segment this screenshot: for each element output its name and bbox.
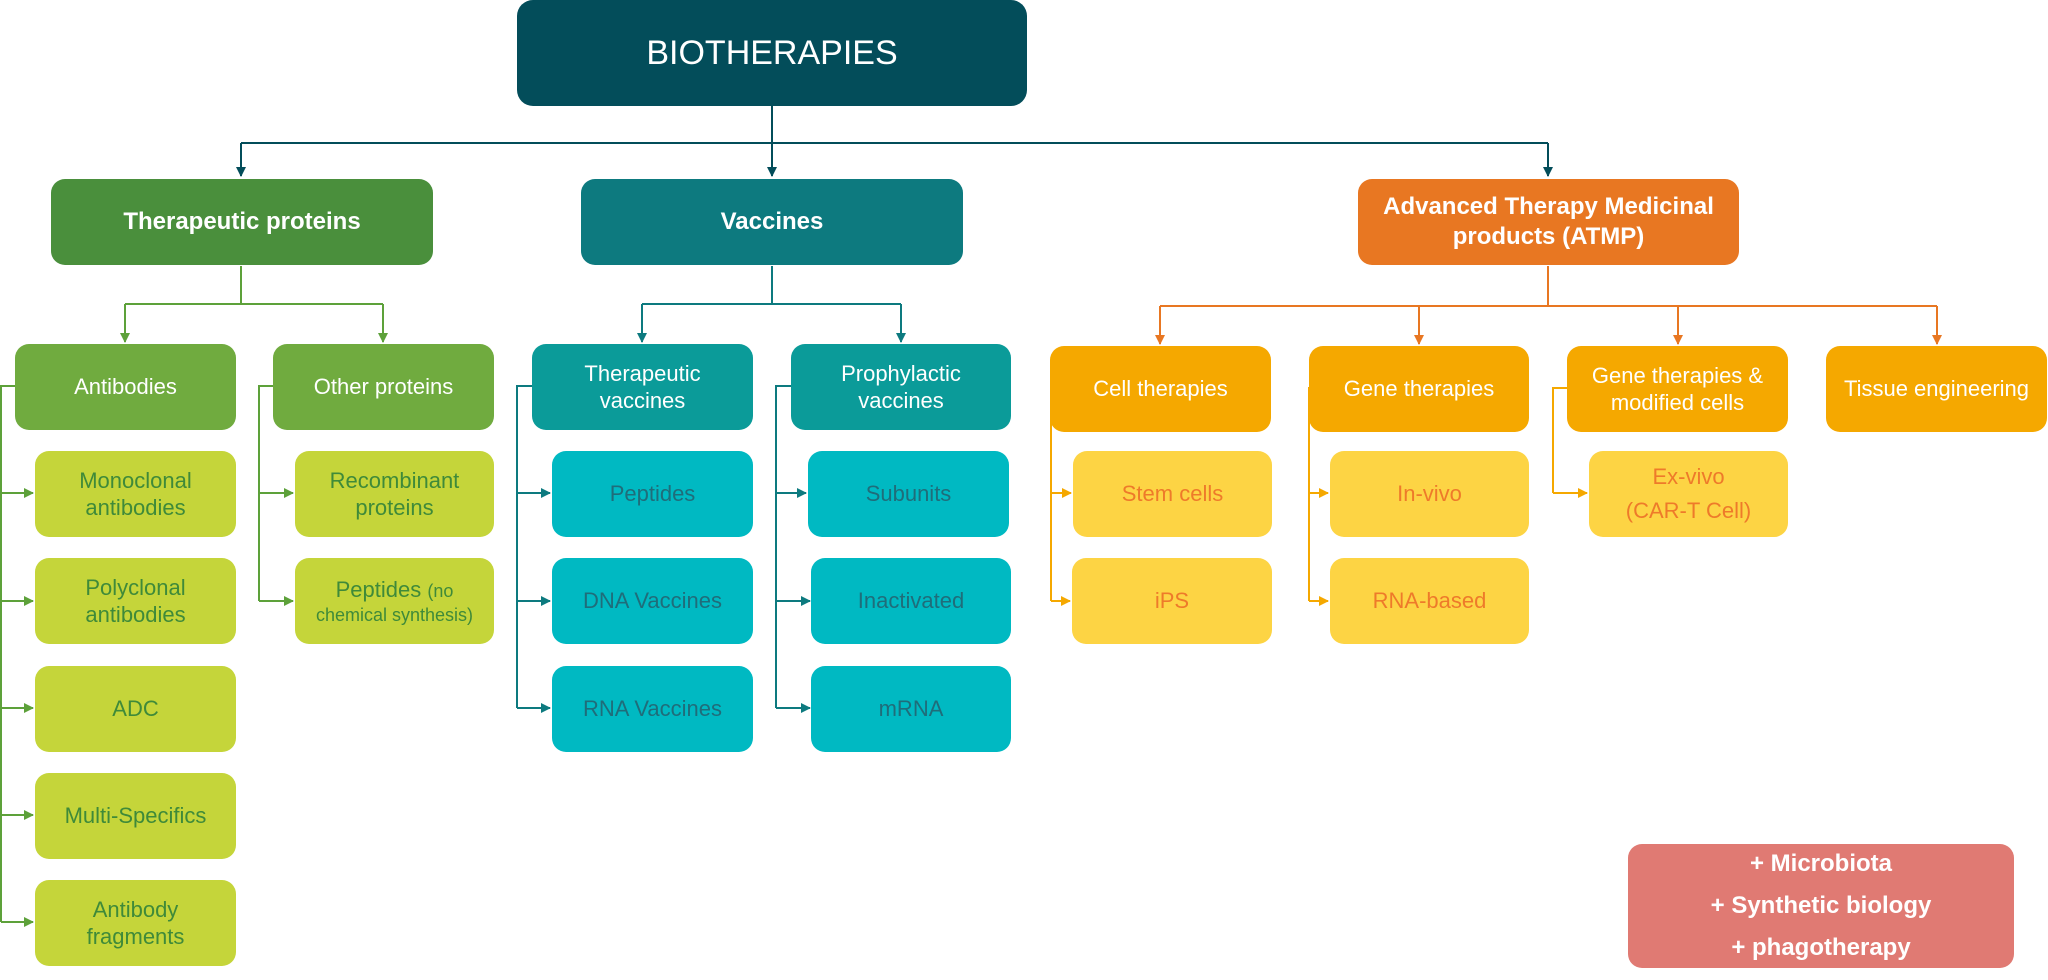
category-label-line1: Advanced Therapy Medicinal — [1383, 193, 1714, 220]
vaccines-connectors — [516, 266, 906, 713]
leaf-label: RNA-based — [1372, 588, 1487, 614]
subcategory-label-line1: Prophylactic — [841, 360, 961, 386]
additional-fields-note: + Microbiota + Synthetic biology + phago… — [1628, 844, 2014, 968]
leaf-monoclonal-antibodies: Monoclonal antibodies — [35, 451, 236, 537]
leaf-multi-specifics: Multi-Specifics — [35, 773, 236, 859]
leaf-label-line1: Monoclonal — [79, 467, 192, 493]
leaf-adc: ADC — [35, 666, 236, 752]
subcategory-label-line2: vaccines — [599, 388, 686, 413]
subcategory-label: Other proteins — [313, 374, 454, 400]
leaf-subunits: Subunits — [808, 451, 1009, 537]
subcategory-label-line1: Therapeutic — [584, 360, 701, 386]
subcategory-gene-therapies: Gene therapies — [1309, 346, 1529, 432]
leaf-dna-vaccines: DNA Vaccines — [552, 558, 753, 644]
leaf-label-line2: antibodies — [85, 602, 186, 627]
leaf-label-line2: (CAR-T Cell) — [1625, 498, 1752, 523]
subcategory-label: Antibodies — [74, 374, 177, 400]
leaf-label-line2: chemical synthesis) — [315, 604, 474, 625]
leaf-label-line1: Ex-vivo — [1652, 463, 1725, 489]
root-label: BIOTHERAPIES — [646, 33, 898, 72]
leaf-label-line2: antibodies — [85, 495, 186, 520]
note-line-synthetic-biology: + Synthetic biology — [1710, 892, 1932, 919]
subcategory-label-line1: Gene therapies & — [1591, 362, 1764, 388]
leaf-label: In-vivo — [1397, 481, 1462, 507]
subcategory-label: Tissue engineering — [1843, 376, 2030, 402]
subcategory-cell-therapies: Cell therapies — [1050, 346, 1271, 432]
leaf-label-line1: Polyclonal — [85, 574, 186, 600]
category-label: Therapeutic proteins — [123, 208, 361, 235]
leaf-rna-vaccines: RNA Vaccines — [552, 666, 753, 752]
atmp-connectors — [1155, 266, 1942, 345]
subcategory-antibodies: Antibodies — [15, 344, 236, 430]
leaf-label: Multi-Specifics — [64, 803, 207, 829]
leaf-label-note: (no — [427, 581, 454, 601]
leaf-label: Peptides — [609, 481, 696, 507]
leaf-label: Inactivated — [857, 588, 965, 614]
leaf-label: iPS — [1154, 588, 1190, 614]
leaf-label-line2: proteins — [355, 495, 434, 520]
leaf-label-line1: Peptides (no — [336, 576, 454, 604]
note-line-phagotherapy: + phagotherapy — [1731, 934, 1911, 961]
subcategory-therapeutic-vaccines: Therapeutic vaccines — [532, 344, 753, 430]
category-atmp: Advanced Therapy Medicinal products (ATM… — [1358, 179, 1739, 265]
leaf-label-main: Peptides — [335, 577, 422, 602]
leaf-label: RNA Vaccines — [583, 696, 722, 722]
leaf-label: Stem cells — [1121, 481, 1224, 507]
leaf-stem-cells: Stem cells — [1073, 451, 1272, 537]
subcategory-prophylactic-vaccines: Prophylactic vaccines — [791, 344, 1011, 430]
leaf-label-line1: Antibody — [92, 896, 179, 922]
category-label-line2: products (ATMP) — [1452, 223, 1645, 250]
leaf-rna-based: RNA-based — [1330, 558, 1529, 644]
leaf-label: mRNA — [878, 696, 944, 722]
subcategory-label-line2: modified cells — [1610, 390, 1745, 415]
leaf-label: DNA Vaccines — [583, 588, 722, 614]
leaf-polyclonal-antibodies: Polyclonal antibodies — [35, 558, 236, 644]
leaf-in-vivo: In-vivo — [1330, 451, 1529, 537]
subcategory-gene-modified-cells: Gene therapies & modified cells — [1567, 346, 1788, 432]
category-vaccines: Vaccines — [581, 179, 963, 265]
subcategory-label: Gene therapies — [1343, 376, 1495, 402]
leaf-label-line1: Recombinant — [329, 467, 460, 493]
subcategory-label-line2: vaccines — [858, 388, 944, 413]
leaf-inactivated: Inactivated — [811, 558, 1011, 644]
leaf-antibody-fragments: Antibody fragments — [35, 880, 236, 966]
proteins-connectors — [0, 266, 388, 927]
root-connectors — [236, 106, 1553, 177]
leaf-mrna: mRNA — [811, 666, 1011, 752]
subcategory-tissue-engineering: Tissue engineering — [1826, 346, 2047, 432]
leaf-label: ADC — [112, 696, 159, 722]
category-therapeutic-proteins: Therapeutic proteins — [51, 179, 433, 265]
leaf-recombinant-proteins: Recombinant proteins — [295, 451, 494, 537]
category-label: Vaccines — [720, 208, 824, 235]
leaf-peptides: Peptides — [552, 451, 753, 537]
root-node: BIOTHERAPIES — [517, 0, 1027, 106]
subcategory-other-proteins: Other proteins — [273, 344, 494, 430]
leaf-label: Subunits — [865, 481, 952, 507]
leaf-label-line2: fragments — [86, 924, 185, 949]
note-line-microbiota: + Microbiota — [1749, 850, 1893, 877]
leaf-peptides-no-chemical-synthesis: Peptides (no chemical synthesis) — [295, 558, 494, 644]
leaf-ex-vivo-car-t: Ex-vivo (CAR-T Cell) — [1589, 451, 1788, 537]
subcategory-label: Cell therapies — [1093, 376, 1228, 402]
leaf-ips: iPS — [1072, 558, 1272, 644]
